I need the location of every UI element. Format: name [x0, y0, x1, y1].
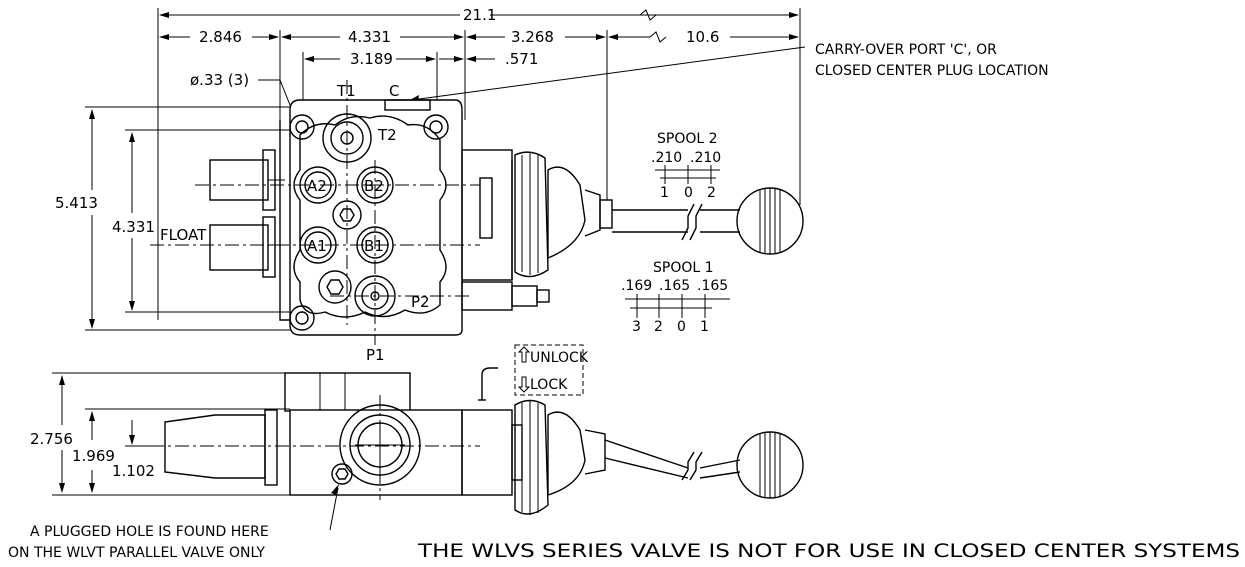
- spool2-diagram: SPOOL 2 .210 .210 1 0 2: [651, 131, 721, 201]
- label-a1: A1: [307, 237, 327, 255]
- valve-top-view: T1 C T2 A2 B2 A1 B1 P2 P1 FLOAT: [150, 80, 804, 364]
- carry-over-note: CARRY-OVER PORT 'C', OR CLOSED CENTER PL…: [408, 42, 1049, 102]
- carry-over-note-line1: CARRY-OVER PORT 'C', OR: [815, 42, 997, 58]
- dim-overall-height: 5.413: [55, 194, 98, 212]
- dim-side-port-height: 1.969: [72, 447, 115, 465]
- spool1-title: SPOOL 1: [653, 260, 714, 276]
- dim-port-offset: .571: [505, 50, 538, 68]
- dim-side-center-height: 1.102: [112, 462, 155, 480]
- dim-body-height: 4.331: [112, 218, 155, 236]
- side-dimensions: 2.756 1.969 1.102: [30, 372, 300, 496]
- label-b2: B2: [364, 177, 384, 195]
- dim-body-length: 4.331: [348, 28, 391, 46]
- mount-hole-callout: ø.33 (3): [190, 71, 249, 89]
- plugged-hole-note: A PLUGGED HOLE IS FOUND HERE ON THE WLVT…: [8, 484, 339, 561]
- lock-arrow-icon: [517, 376, 531, 393]
- lock-label: LOCK: [530, 377, 568, 393]
- spool1-travel-3: .165: [697, 278, 728, 294]
- spool1-travel-2: .165: [659, 278, 690, 294]
- spool2-pos-2: 2: [707, 185, 716, 201]
- plugged-note-line1: A PLUGGED HOLE IS FOUND HERE: [30, 524, 269, 540]
- carry-over-note-line2: CLOSED CENTER PLUG LOCATION: [815, 63, 1049, 79]
- dim-overall-length: 21.1: [463, 6, 496, 24]
- spool1-pos-1: 1: [700, 319, 709, 335]
- spool1-diagram: SPOOL 1 .169 .165 .165 3 2 0 1: [621, 260, 730, 335]
- spool2-pos-0: 0: [684, 185, 693, 201]
- dim-side-height: 2.756: [30, 430, 73, 448]
- label-t1: T1: [336, 82, 356, 100]
- handle-knob-side: [736, 431, 804, 499]
- spool1-pos-2: 2: [654, 319, 663, 335]
- label-p1: P1: [366, 346, 385, 364]
- label-t2: T2: [377, 126, 397, 144]
- spool2-pos-1: 1: [660, 185, 669, 201]
- label-p2: P2: [411, 293, 430, 311]
- spool2-travel-2: .210: [690, 150, 721, 166]
- spool2-title: SPOOL 2: [657, 131, 718, 147]
- label-b1: B1: [364, 237, 384, 255]
- lock-box: UNLOCK LOCK: [514, 344, 589, 396]
- dim-left-offset: 2.846: [199, 28, 242, 46]
- handle-knob-top: [736, 187, 804, 255]
- label-a2: A2: [307, 177, 327, 195]
- left-dimensions: 5.413 4.331 ø.33 (3): [55, 71, 300, 331]
- dim-handle-length: 10.6: [686, 28, 719, 46]
- spool1-pos-0: 0: [677, 319, 686, 335]
- dim-port-spacing: 3.189: [350, 50, 393, 68]
- plugged-note-line2: ON THE WLVT PARALLEL VALVE ONLY: [8, 545, 265, 561]
- spool1-pos-3: 3: [632, 319, 641, 335]
- hex-plug-lower: [318, 270, 352, 304]
- valve-side-view: [150, 367, 804, 515]
- unlock-label: UNLOCK: [530, 350, 589, 366]
- bellows-top: [514, 151, 613, 278]
- unlock-arrow-icon: [517, 346, 531, 363]
- dim-right-section: 3.268: [511, 28, 554, 46]
- spool2-travel-1: .210: [651, 150, 682, 166]
- label-float: FLOAT: [160, 226, 207, 244]
- label-c: C: [389, 82, 399, 100]
- top-dimensions: 21.1 2.846 4.331 3.268 10.6 3.189 .571: [157, 6, 801, 320]
- spool1-travel-1: .169: [621, 278, 652, 294]
- closed-center-warning: THE WLVS SERIES VALVE IS NOT FOR USE IN …: [417, 540, 1240, 562]
